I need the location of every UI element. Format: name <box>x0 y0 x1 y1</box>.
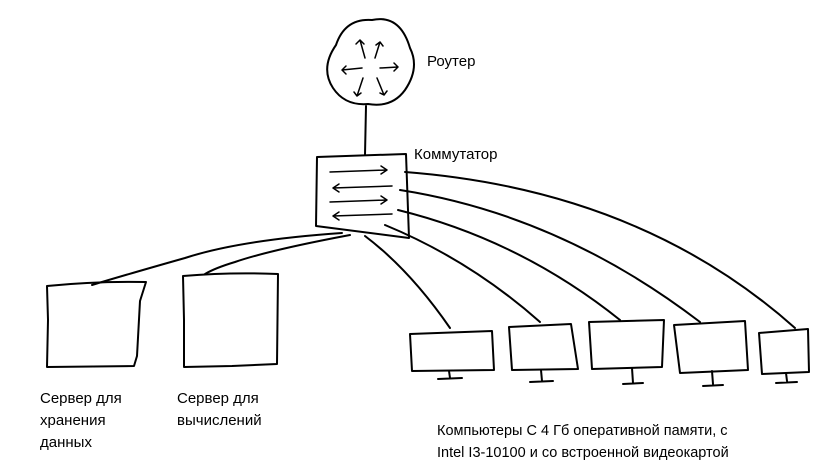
router-label: Роутер <box>427 53 476 70</box>
computer-icon <box>409 330 495 380</box>
switch-icon <box>315 153 410 239</box>
computer-icon <box>588 319 665 385</box>
compute-server-label: Сервер для вычислений <box>177 390 262 429</box>
router-icon <box>326 18 415 106</box>
computer-icon <box>508 323 579 383</box>
computer-icon <box>758 328 810 384</box>
router-switch-link <box>364 105 367 156</box>
computers-label: Компьютеры С 4 Гб оперативной памяти, с … <box>437 423 729 461</box>
network-links <box>91 171 796 329</box>
router-arrows-icon <box>341 39 399 97</box>
storage-server-icon <box>46 280 147 368</box>
computer-icon <box>673 320 749 387</box>
compute-server-icon <box>182 272 279 368</box>
switch-arrows-icon <box>329 165 393 221</box>
storage-server-label: Сервер для хранения данных <box>40 390 122 451</box>
switch-label: Коммутатор <box>414 146 498 163</box>
